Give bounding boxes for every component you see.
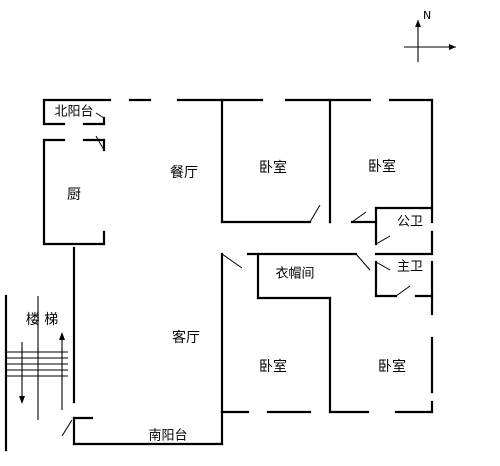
room-north-balcony-label: 北阳台: [54, 104, 94, 120]
north-arrow-icon: [404, 20, 456, 62]
room-master-bath-label: 主卫: [396, 259, 424, 275]
room-bedroom-2-label: 卧室: [368, 159, 396, 175]
kitchen-walls: [42, 112, 106, 246]
stairs-label: 楼 梯: [25, 312, 59, 328]
room-bedroom-1-label: 卧室: [259, 160, 287, 176]
room-kitchen-label: 厨: [67, 187, 81, 203]
stair-symbol: [4, 294, 73, 452]
bedroom-walls-top: [220, 98, 378, 224]
room-public-bath-label: 公卫: [396, 214, 424, 230]
compass-north-label: N: [423, 9, 432, 22]
room-dining-label: 餐厅: [170, 165, 198, 181]
lower-walls: [220, 252, 371, 414]
bathroom-walls: [374, 206, 434, 298]
room-bedroom-4-label: 卧室: [378, 359, 406, 375]
room-bedroom-3-label: 卧室: [259, 359, 287, 375]
room-south-balcony-label: 南阳台: [148, 428, 188, 444]
room-cloakroom-label: 衣帽间: [275, 266, 315, 282]
room-living-label: 客厅: [172, 330, 200, 346]
exterior-walls: [42, 98, 434, 446]
